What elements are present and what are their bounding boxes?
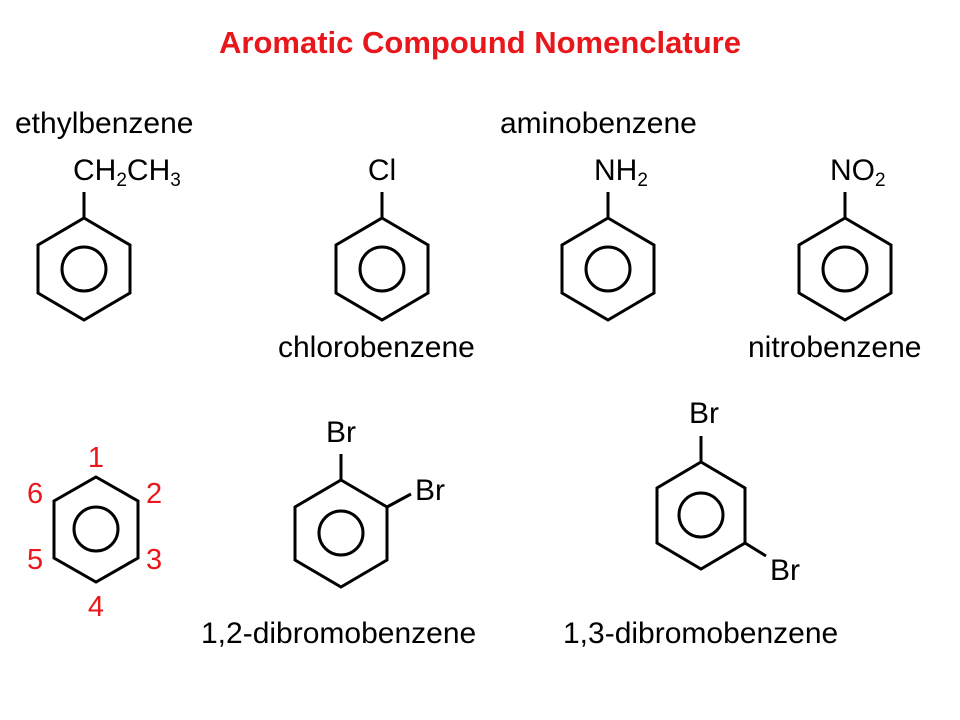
position-6-label: 6 bbox=[27, 478, 43, 510]
page-title: Aromatic Compound Nomenclature bbox=[219, 25, 741, 60]
position-3-label: 3 bbox=[146, 544, 162, 576]
aminobenzene-formula: NH2 bbox=[594, 154, 648, 191]
dibromo-13-br1-label: Br bbox=[689, 397, 719, 430]
benzene-ring bbox=[334, 216, 430, 322]
benzene-ring bbox=[560, 216, 656, 322]
aminobenzene-name: aminobenzene bbox=[500, 107, 697, 140]
nitrobenzene-structure bbox=[797, 192, 893, 322]
nitrobenzene-name: nitrobenzene bbox=[748, 331, 921, 364]
aromatic-circle bbox=[584, 245, 632, 293]
aminobenzene-structure bbox=[560, 192, 656, 322]
numbered-benzene-structure bbox=[52, 475, 140, 584]
aromatic-circle bbox=[317, 509, 365, 557]
position-1-label: 1 bbox=[88, 442, 104, 474]
benzene-ring bbox=[655, 460, 747, 571]
dibromo-12-br1-label: Br bbox=[326, 416, 356, 449]
dibromo-12-structure bbox=[293, 454, 412, 589]
chlorobenzene-name: chlorobenzene bbox=[278, 331, 475, 364]
dibromo-13-structure bbox=[655, 436, 767, 571]
chlorobenzene-structure bbox=[334, 192, 430, 322]
substituent-bond bbox=[744, 541, 767, 558]
benzene-ring bbox=[293, 478, 389, 589]
dibromo-13-name: 1,3-dibromobenzene bbox=[563, 617, 838, 650]
chlorobenzene-formula: Cl bbox=[368, 154, 396, 187]
benzene-ring bbox=[52, 475, 140, 584]
aromatic-circle bbox=[677, 491, 725, 539]
ethylbenzene-formula: CH2CH3 bbox=[73, 154, 181, 191]
benzene-ring bbox=[36, 216, 132, 322]
dibromo-13-br2-label: Br bbox=[770, 554, 800, 587]
aromatic-circle bbox=[821, 245, 869, 293]
benzene-ring bbox=[797, 216, 893, 322]
substituent-bond bbox=[386, 492, 412, 509]
aromatic-circle bbox=[358, 245, 406, 293]
aromatic-circle bbox=[72, 505, 120, 553]
ethylbenzene-name: ethylbenzene bbox=[15, 107, 193, 140]
dibromo-12-name: 1,2-dibromobenzene bbox=[201, 617, 476, 650]
position-5-label: 5 bbox=[27, 544, 43, 576]
aromatic-circle bbox=[60, 245, 108, 293]
position-4-label: 4 bbox=[88, 591, 104, 623]
position-2-label: 2 bbox=[146, 478, 162, 510]
dibromo-12-br2-label: Br bbox=[415, 474, 445, 507]
nitrobenzene-formula: NO2 bbox=[830, 154, 886, 191]
ethylbenzene-structure bbox=[36, 192, 132, 322]
